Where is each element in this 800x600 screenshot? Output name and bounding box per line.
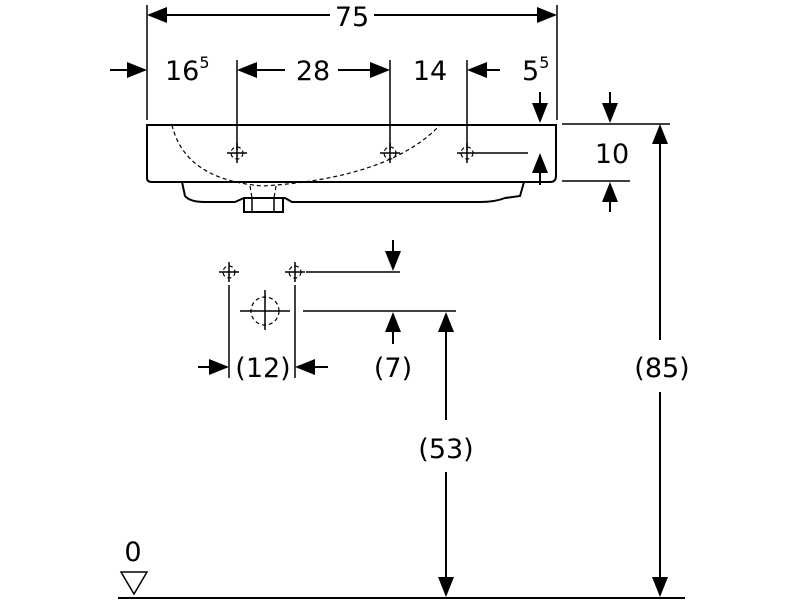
edge-left-label: 165 <box>165 53 210 87</box>
connection-detail: (12) (7) (53) <box>198 240 474 597</box>
floor-level-label: 0 <box>124 537 141 568</box>
tap-hole-spacing-dimensions: 165 28 14 55 <box>110 53 549 150</box>
rim-height-dimension: 10 <box>532 92 670 212</box>
overall-width-label: 75 <box>335 2 369 33</box>
washbasin-outline <box>146 124 557 213</box>
edge-right-label: 55 <box>522 53 549 87</box>
hole-spacing-b-label: 14 <box>413 56 447 87</box>
rim-height-label: 10 <box>595 139 629 170</box>
overall-height-label: (85) <box>634 353 689 384</box>
waste-height-label: (53) <box>418 434 473 465</box>
overall-width-dimension: 75 <box>146 2 558 120</box>
waste-offset-label: (7) <box>374 353 412 384</box>
waste-spacing-label: (12) <box>235 353 290 384</box>
overall-height-dimension: (85) <box>634 124 690 597</box>
hole-spacing-a-label: 28 <box>296 56 330 87</box>
floor-reference: 0 <box>118 537 685 599</box>
